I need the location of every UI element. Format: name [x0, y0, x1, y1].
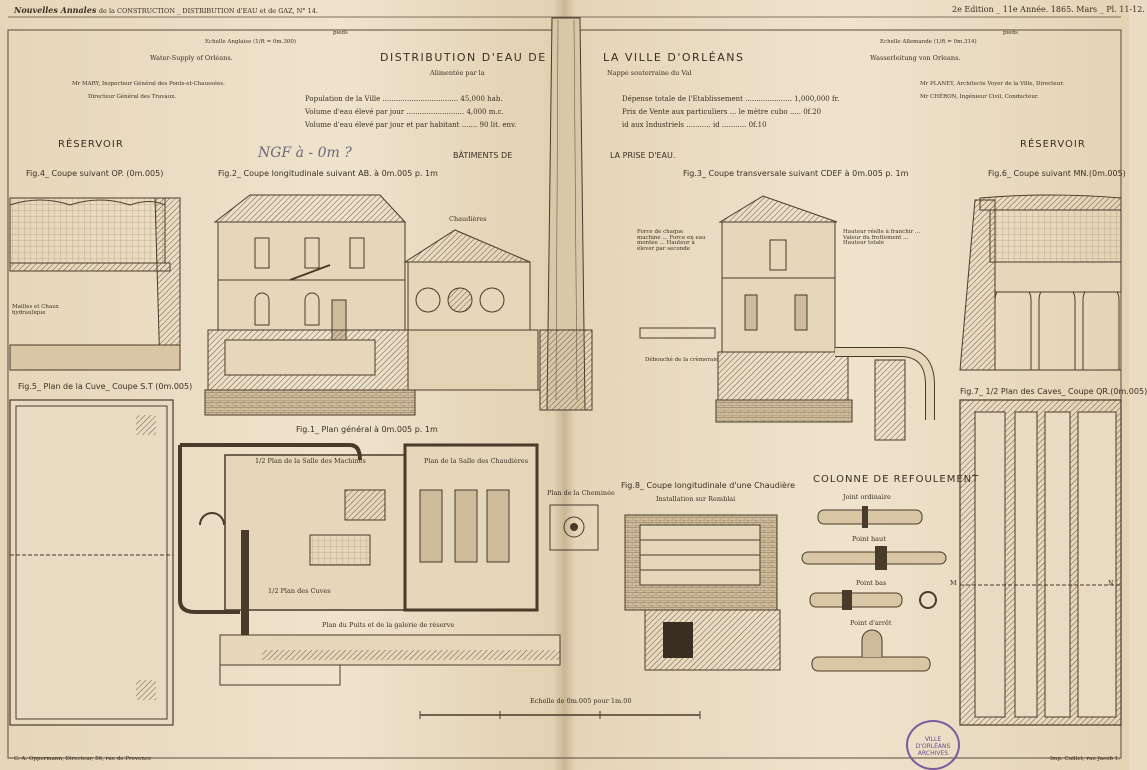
plan-puits-label: Plan du Puits et de la galerie de réserv… — [322, 621, 455, 629]
fig8-subcaption: Installation sur Remblai — [656, 495, 736, 503]
salle-chaudieres-label: Plan de la Salle des Chaudières — [424, 457, 529, 465]
stat-per-inhabitant: Volume d'eau élevé par jour et par habit… — [305, 121, 517, 129]
journal-name: Nouvelles Annales — [14, 5, 97, 15]
plan-cheminee-label: Plan de la Cheminée — [547, 489, 615, 497]
title-part2: LA VILLE D'ORLÉANS — [603, 51, 745, 64]
batiments-heading-2: LA PRISE D'EAU. — [610, 151, 676, 160]
reservoir-right-heading: RÉSERVOIR — [1020, 139, 1086, 150]
scale-note-right: Echelle Allemande (1/ft = 0m.314) — [880, 39, 977, 45]
fig2-caption: Fig.2_ Coupe longitudinale suivant AB. à… — [218, 169, 438, 178]
credit-left-2: Directeur Général des Travaux. — [88, 94, 177, 100]
credit-right-2: Mr CHÉRON, Ingénieur Civil, Conducteur. — [920, 94, 1039, 100]
masonry-note: Mailles et Chaux hydraulique — [12, 304, 59, 316]
fig8-caption: Fig.8_ Coupe longitudinale d'une Chaudiè… — [621, 481, 796, 490]
plan-cuves-label: 1/2 Plan des Cuves — [268, 587, 331, 595]
stat-population: Population de la Ville .................… — [305, 95, 503, 103]
chaudieres-label: Chaudières — [449, 215, 487, 223]
boiler-house-section — [403, 229, 540, 391]
archives-stamp: VILLE D'ORLÉANS ARCHIVES — [906, 720, 960, 770]
stat-price-private: Prix de Vente aux particuliers ... le mè… — [622, 108, 822, 116]
footer-printer: Imp. Cuillet, rue Jacob 1. — [1050, 756, 1120, 762]
fig1-caption: Fig.1_ Plan général à 0m.005 p. 1m — [296, 425, 438, 434]
credit-left-1: Mr MARY, Inspecteur Général des Ponts-et… — [72, 81, 225, 87]
debouche-label: Débouché de la crèmeraie — [645, 357, 719, 363]
pieds-right: pieds — [1003, 30, 1018, 36]
title-part1: DISTRIBUTION D'EAU DE — [380, 51, 547, 64]
journal-title: Nouvelles Annales de la CONSTRUCTION _ D… — [14, 6, 318, 15]
fig4-caption: Fig.4_ Coupe suivant OP. (0m.005) — [26, 169, 164, 178]
edition-info: 2e Edition _ 11e Année. 1865. Mars _ Pl.… — [952, 5, 1145, 14]
fig7-caption: Fig.7_ 1/2 Plan des Caves_ Coupe QR.(0m.… — [960, 387, 1147, 396]
colonne-heading: COLONNE DE REFOULEMENT — [813, 474, 980, 485]
letter-m: M — [950, 579, 957, 587]
height-info: Hauteur réelle à franchir ... Valeur du … — [843, 229, 921, 246]
fig6-reservoir-arches — [959, 194, 1122, 371]
fig8-boiler-section — [624, 514, 781, 671]
fig3-caption: Fig.3_ Coupe transversale suivant CDEF à… — [683, 169, 909, 178]
german-title: Wasserleitung von Orleans. — [870, 54, 961, 62]
letter-n: N — [1108, 579, 1114, 587]
title-sub1: Alimentée par la — [430, 69, 485, 77]
scale-bar — [419, 711, 701, 719]
stat-price-industrial: id aux Industriels ........... id ......… — [622, 121, 767, 129]
joint-label: Joint ordinaire — [843, 493, 891, 501]
fig2-building-section — [204, 194, 416, 416]
english-title: Water-Supply of Orléans. — [150, 54, 233, 62]
fig5-reservoir-plan — [9, 399, 174, 726]
stamp-text: VILLE D'ORLÉANS ARCHIVES — [915, 736, 951, 757]
fig4-reservoir-section — [9, 197, 181, 371]
footer-publisher: C. A. Oppermann, Directeur, 56, rue de P… — [14, 756, 152, 762]
handwritten-note: NGF à - 0m ? — [258, 145, 352, 161]
point-haut-label: Point haut — [852, 535, 886, 543]
fig1-general-plan — [178, 443, 599, 686]
stat-cost: Dépense totale de l'Etablissement ......… — [622, 95, 840, 103]
title-sub2: Nappe souterraine du Val — [607, 69, 692, 77]
pipe-details — [801, 506, 947, 672]
scale-note-left: Echelle Anglaise (1/ft = 0m.300) — [205, 39, 297, 45]
reservoir-left-heading: RÉSERVOIR — [58, 139, 124, 150]
batiments-heading-1: BÂTIMENTS DE — [453, 151, 513, 160]
salle-machines-label: 1/2 Plan de la Salle des Machines — [255, 457, 366, 465]
stat-volume: Volume d'eau élevé par jour ............… — [305, 108, 504, 116]
chimney-drawing — [539, 17, 593, 411]
fig5-caption: Fig.5_ Plan de la Cuve_ Coupe S.T (0m.00… — [18, 382, 193, 391]
point-arret-label: Point d'arrêt — [850, 619, 892, 627]
machine-info: Force de chaque machine ... Force en eau… — [637, 229, 706, 252]
credit-right-1: Mr PLANEY, Architecte Voyer de la Ville,… — [920, 81, 1064, 87]
journal-subtitle: de la CONSTRUCTION _ DISTRIBUTION d'EAU … — [98, 7, 318, 15]
point-bas-label: Point bas — [856, 579, 887, 587]
scale-caption: Echelle de 0m.005 pour 1m.00 — [530, 697, 632, 705]
fig7-cellar-plan — [959, 399, 1122, 726]
fig3-transverse-section — [639, 195, 935, 441]
pieds-left: pieds — [333, 30, 348, 36]
fig6-caption: Fig.6_ Coupe suivant MN.(0m.005) — [988, 169, 1126, 178]
